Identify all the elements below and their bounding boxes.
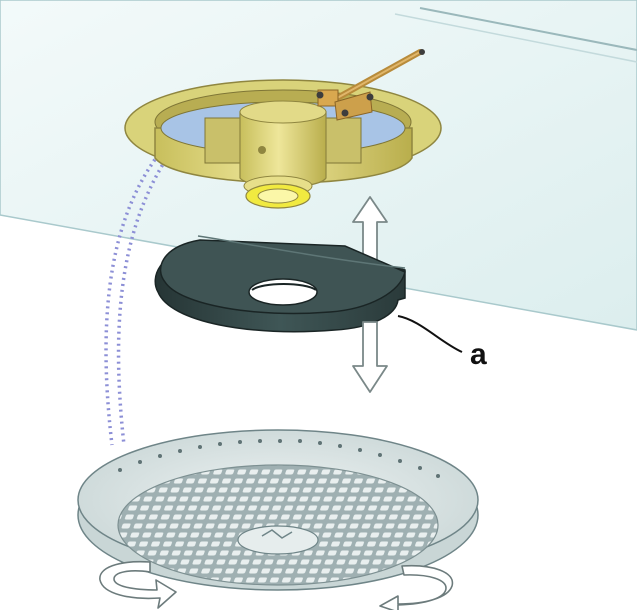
burner-cap — [154, 235, 406, 333]
down-arrow — [352, 321, 388, 393]
tray-rim-holes — [118, 439, 440, 478]
callout-label-a: a — [470, 338, 487, 371]
dotted-path-inner — [116, 149, 174, 446]
burner-assembly — [124, 49, 442, 209]
rotate-arrow-right — [379, 564, 454, 610]
panel-top-edge-2 — [394, 13, 637, 63]
callout-leader — [397, 315, 463, 353]
dotted-path — [104, 148, 164, 446]
rotate-arrow-left — [99, 560, 177, 609]
panel-top-edge — [419, 7, 637, 51]
perforated-tray — [77, 429, 479, 591]
